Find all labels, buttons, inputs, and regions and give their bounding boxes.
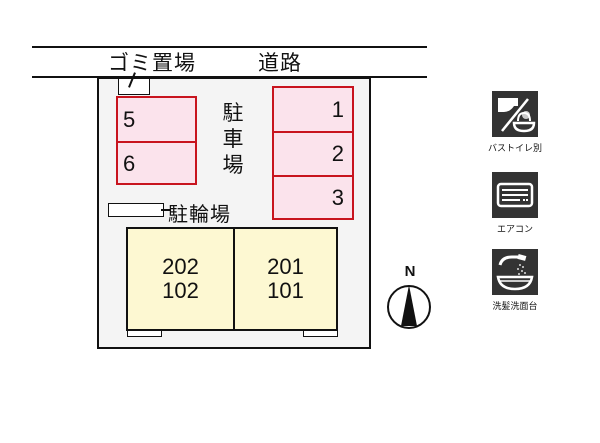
bicycle-parking-box [108, 203, 164, 217]
building-unit-201-101: 201 101 [233, 227, 338, 331]
north-compass: N [385, 264, 435, 334]
unit-number-upper: 202 [162, 254, 199, 279]
compass-north-label: N [404, 263, 416, 280]
parking-space-1: 1 [274, 88, 352, 132]
parking-space-number: 6 [123, 151, 136, 176]
parking-space-number: 2 [331, 141, 344, 166]
bicycle-parking-label: 駐輪場 [168, 202, 231, 226]
road-label: 道路 [258, 51, 302, 75]
air-conditioner-icon [492, 172, 538, 218]
bath-toilet-separate-icon [492, 91, 538, 137]
parking-space-5: 5 [118, 98, 195, 142]
amenity-label: エアコン [496, 225, 533, 235]
parking-label-char: 駐 [222, 101, 244, 125]
entrance-step-left [127, 330, 162, 337]
parking-space-6: 6 [118, 141, 195, 185]
parking-right-block: 1 2 3 [272, 86, 354, 220]
unit-number-upper: 201 [267, 254, 304, 279]
amenity-label: 洗髪洗面台 [492, 302, 538, 312]
building-unit-202-102: 202 102 [126, 227, 235, 331]
entrance-step-right [303, 330, 338, 337]
parking-space-number: 3 [331, 185, 344, 210]
bicycle-parking-pointer [161, 209, 170, 211]
parking-space-2: 2 [274, 131, 352, 175]
amenity-bath-toilet-separate: バストイレ別 [480, 91, 550, 154]
parking-space-3: 3 [274, 175, 352, 219]
amenity-label: バストイレ別 [487, 144, 542, 154]
amenity-air-conditioner: エアコン [480, 172, 550, 235]
road-top-line [32, 46, 427, 48]
parking-left-block: 5 6 [116, 96, 197, 185]
unit-number-lower: 102 [162, 278, 199, 303]
parking-label-char: 場 [222, 153, 244, 177]
compass-arrow-icon [387, 285, 431, 329]
garbage-area-label: ゴミ置場 [108, 51, 196, 75]
garbage-area-box [118, 78, 150, 95]
parking-label: 駐 車 場 [220, 100, 246, 178]
parking-space-number: 1 [331, 97, 344, 122]
parking-label-char: 車 [222, 127, 244, 151]
unit-number-lower: 101 [267, 278, 304, 303]
parking-space-number: 5 [123, 107, 136, 132]
amenity-shampoo-dresser: 洗髪洗面台 [480, 249, 550, 312]
shampoo-dresser-icon [492, 249, 538, 295]
